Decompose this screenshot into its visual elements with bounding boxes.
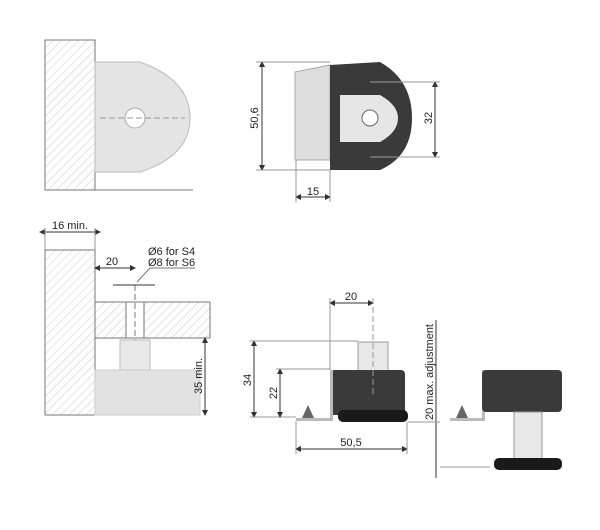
connector-body-dark <box>330 370 405 415</box>
bracket <box>450 370 485 421</box>
offset-dim-label: 20 <box>345 291 357 303</box>
leader-line <box>136 267 151 283</box>
hole-dim-label: 32 <box>423 112 435 124</box>
adjustment-dim-label: 20 max. adjustment <box>424 324 436 420</box>
wall-section <box>44 39 96 191</box>
shelf-section <box>94 301 211 339</box>
wall-dim-label: 16 min. <box>52 220 88 232</box>
wall-section <box>44 249 96 416</box>
pin <box>456 405 468 418</box>
top-left-view <box>44 39 193 191</box>
hole-note-s6: Ø8 for S6 <box>148 257 195 269</box>
foot-pad-extended <box>494 458 562 470</box>
foot-pad <box>338 410 408 422</box>
top-right-view: 50,6 32 15 <box>249 61 440 202</box>
screw-hole <box>361 109 379 127</box>
depth-dim-label: 15 <box>307 186 319 198</box>
pin <box>302 405 314 418</box>
connector-body-dark-extended <box>482 370 562 412</box>
hole-note-s4: Ø6 for S4 <box>148 246 195 258</box>
screw-thread-extended <box>513 411 543 461</box>
bottom-right-view: 20 34 22 50,5 20 max. adjustment <box>242 291 562 478</box>
clearance-dim-label: 35 min. <box>193 358 205 394</box>
bottom-left-view: 16 min. 20 Ø6 for S4 Ø8 for S6 35 min. <box>39 220 211 416</box>
offset-dim-label: 20 <box>106 256 118 268</box>
body-height-dim-label: 22 <box>268 387 280 399</box>
drill-hole <box>125 301 145 339</box>
width-dim-label: 50,5 <box>340 437 361 449</box>
connector-light <box>94 369 201 416</box>
bracket-light <box>294 64 331 161</box>
screw-thread <box>119 339 151 371</box>
bracket <box>296 370 333 421</box>
total-height-dim-label: 34 <box>242 374 254 386</box>
height-dim-label: 50,6 <box>249 107 261 128</box>
